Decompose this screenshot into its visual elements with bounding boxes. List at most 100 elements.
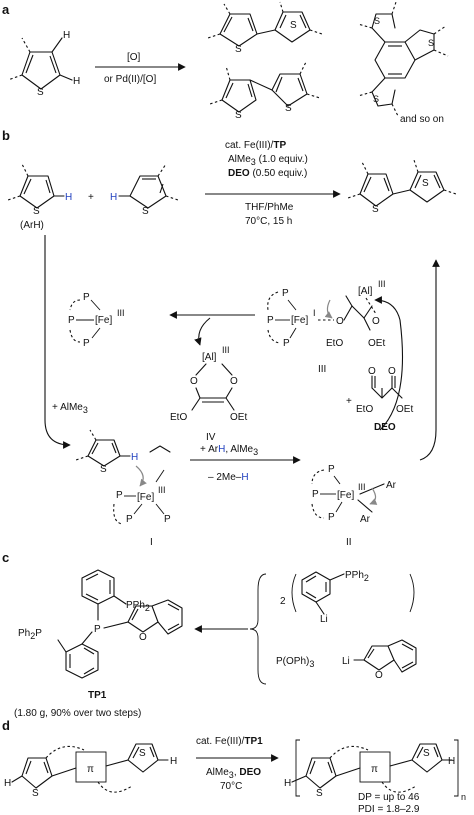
svg-text:S: S	[422, 178, 429, 189]
repeat-n: n	[461, 792, 466, 802]
panel-label-d: d	[2, 718, 10, 733]
oxidant-alt-label: or Pd(II)/[O]	[104, 74, 156, 85]
svg-text:S: S	[423, 748, 430, 759]
product-bithiophene: S S	[347, 159, 457, 215]
coefficient: 2	[280, 596, 286, 607]
svg-text:S: S	[235, 110, 242, 121]
tp1-label: TP1	[88, 690, 107, 701]
svg-text:S: S	[142, 206, 149, 217]
paren-left	[291, 573, 297, 613]
thiophene-monomer: H H S	[7, 30, 80, 98]
svg-text:Ar: Ar	[386, 480, 397, 491]
fused-trithiophene: S S S	[357, 1, 449, 117]
svg-text:O: O	[375, 670, 383, 681]
panel-label-a: a	[2, 2, 10, 17]
svg-text:P: P	[83, 292, 90, 303]
svg-text:S: S	[374, 16, 380, 26]
cycle-arrow-left	[44, 235, 71, 449]
plus-sign: +	[346, 396, 352, 407]
svg-text:S: S	[139, 748, 146, 759]
svg-text:III: III	[222, 345, 230, 355]
svg-text:S: S	[100, 464, 107, 475]
lithium-benzofuran: Li O	[342, 639, 417, 681]
condition-deo: DEO (0.50 equiv.)	[228, 168, 307, 179]
svg-text:EtO: EtO	[356, 404, 373, 415]
svg-text:O: O	[368, 366, 376, 377]
h-atom: H	[4, 778, 11, 789]
svg-text:[Fe]: [Fe]	[337, 490, 354, 501]
h-atom: H	[448, 756, 455, 767]
svg-text:III: III	[358, 482, 366, 492]
svg-text:[Al]: [Al]	[358, 286, 373, 297]
svg-text:P: P	[68, 315, 75, 326]
svg-text:P: P	[94, 624, 101, 635]
coupling-partner-thiophene: H S	[110, 163, 179, 217]
svg-text:[Fe]: [Fe]	[137, 492, 154, 503]
li-label: Li	[342, 656, 350, 667]
svg-text:P: P	[164, 514, 171, 525]
svg-text:P: P	[267, 315, 274, 326]
tp1-yield: (1.80 g, 90% over two steps)	[14, 708, 141, 719]
svg-text:P: P	[83, 338, 90, 349]
pph2-label: PPh2	[345, 570, 369, 583]
svg-text:III: III	[158, 485, 166, 495]
tp1-ligand-structure: PPh2 P Ph2P O	[18, 569, 183, 679]
fe-iii-diaryl-complex-ii: P P [Fe] III P Ar Ar II	[311, 464, 397, 548]
label-iv: IV	[206, 432, 216, 443]
svg-text:S: S	[32, 788, 39, 799]
svg-text:O: O	[230, 376, 238, 387]
svg-text:P: P	[328, 512, 335, 523]
condition-temp-time: 70°C, 15 h	[245, 216, 292, 227]
release-arrow-iv	[194, 317, 211, 346]
add-arh-almea-label: + ArH, AlMe3	[200, 444, 258, 457]
and-so-on-text: and so on	[400, 114, 444, 125]
svg-text:P: P	[116, 490, 123, 501]
bithiophene-22: S S	[207, 1, 323, 55]
svg-text:OEt: OEt	[368, 338, 385, 349]
svg-text:P: P	[126, 514, 133, 525]
condition-temp-d: 70°C	[220, 781, 242, 792]
svg-text:[Al]: [Al]	[202, 352, 217, 363]
fe-i-deo-complex: P P [Fe] I P O O EtO OEt [Al] III III	[267, 279, 386, 375]
svg-text:[Fe]: [Fe]	[95, 315, 112, 326]
label-ii: II	[346, 537, 352, 548]
sulfur-atom: S	[37, 87, 44, 98]
polymer-product: H S π S H n	[284, 739, 466, 802]
minus-methane-label: – 2Me–H	[208, 472, 249, 483]
al-enediolate-iv: [Al] III O O EtO OEt IV	[170, 345, 247, 443]
svg-text:O: O	[139, 632, 147, 643]
svg-text:S: S	[290, 20, 297, 31]
condition-catalyst-d: cat. Fe(III)/TP1	[196, 736, 263, 747]
svg-text:P: P	[283, 338, 290, 349]
svg-text:S: S	[316, 788, 323, 799]
panel-label-c: c	[2, 550, 9, 565]
add-almea-label: + AlMe3	[52, 402, 88, 415]
cycle-arrow-right	[419, 259, 440, 461]
reagent-brace	[249, 573, 267, 685]
pph2-label: PPh2	[126, 600, 150, 613]
oxidant-label: [O]	[127, 52, 141, 63]
svg-text:I: I	[313, 308, 316, 318]
lithium-aryl-phosphine: PPh2 Li	[301, 570, 369, 625]
pi-label: π	[371, 764, 378, 775]
reactive-h: H	[131, 452, 138, 463]
reactive-h: H	[65, 192, 72, 203]
condition-solvent: THF/PhMe	[245, 202, 294, 213]
deo-label: DEO	[374, 422, 396, 433]
svg-text:S: S	[373, 94, 379, 104]
svg-text:OEt: OEt	[230, 412, 247, 423]
fe-iii-thienyl-complex-i: S H P [Fe] III P P I	[75, 429, 171, 548]
h-atom: H	[170, 756, 177, 767]
ph2p-label: Ph2P	[18, 628, 42, 641]
h-atom: H	[284, 778, 291, 789]
fe-iii-complex: P P [Fe] III P	[68, 292, 125, 349]
svg-text:S: S	[235, 44, 242, 55]
svg-text:S: S	[428, 38, 434, 48]
pi-monomer: H S π S H	[4, 743, 177, 799]
deo-reagent: + O O EtO OEt DEO	[346, 366, 413, 433]
label-i: I	[150, 537, 153, 548]
bithiophene-33: S S	[209, 61, 321, 121]
svg-text:O: O	[388, 366, 396, 377]
h-atom: H	[63, 30, 70, 41]
